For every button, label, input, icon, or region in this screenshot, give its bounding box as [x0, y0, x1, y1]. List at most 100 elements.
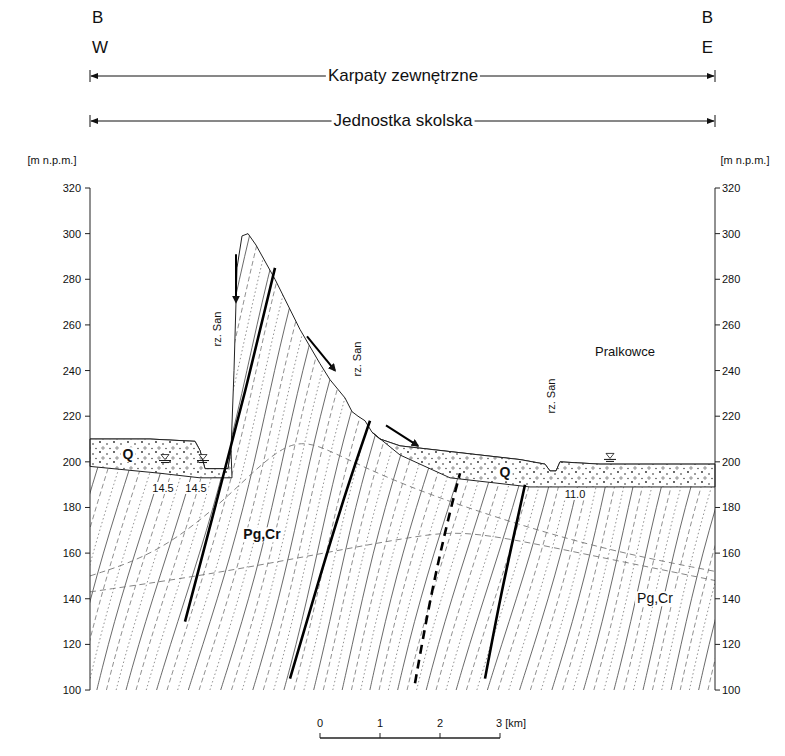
- terrain-profile: [90, 234, 715, 471]
- fault-line: [185, 268, 275, 622]
- stratum-line: [736, 211, 785, 690]
- axis-value: 180: [63, 501, 81, 513]
- stratum-line: [487, 211, 616, 690]
- stratum-line: [0, 211, 103, 690]
- river-name: rz. San: [211, 312, 223, 347]
- stratum-line: [614, 211, 743, 690]
- extent-bar: [90, 70, 91, 82]
- stratum-line: [756, 211, 785, 690]
- stratum-line: [274, 211, 403, 690]
- axis-tick: [715, 233, 720, 234]
- stratum-line: [766, 211, 785, 690]
- axis-tick: [85, 507, 90, 508]
- axis-tick: [85, 598, 90, 599]
- stratum-line: [221, 211, 349, 690]
- stratum-line: [671, 211, 785, 690]
- axis-value: 260: [722, 319, 740, 331]
- stratum-line: [0, 211, 18, 690]
- axis-tick: [715, 690, 720, 691]
- stratum-line: [699, 211, 785, 690]
- axis-tick: [715, 416, 720, 417]
- axis-tick: [85, 644, 90, 645]
- axis-unit: [m n.p.m.]: [721, 154, 770, 166]
- stratum-line: [477, 211, 606, 690]
- axis-tick: [715, 507, 720, 508]
- axis-value: 200: [63, 456, 81, 468]
- place-name: Pralkowce: [595, 345, 655, 359]
- direction: E: [702, 39, 713, 58]
- stratum-line: [541, 211, 669, 690]
- axis-value: 240: [63, 365, 81, 377]
- unit-name: Jednostka skolska: [332, 112, 475, 131]
- stratum-line: [242, 211, 370, 690]
- quaternary-deposit: [90, 439, 232, 478]
- water-depth: 14.5: [150, 482, 175, 494]
- movement-arrow: [235, 254, 237, 302]
- axis-tick: [715, 644, 720, 645]
- axis-tick: [85, 233, 90, 234]
- stratum-line: [563, 211, 691, 690]
- axis-tick: [715, 553, 720, 554]
- stratum-line: [0, 211, 50, 690]
- elevation-axis: [715, 188, 716, 690]
- stratum-line: [689, 211, 785, 690]
- axis-value: 300: [722, 228, 740, 240]
- axis-value: 260: [63, 319, 81, 331]
- movement-arrow: [386, 425, 418, 446]
- extent-bar: [90, 115, 91, 127]
- scale-tick: [380, 733, 381, 738]
- stratum-line: [23, 211, 153, 690]
- stratum-line: [13, 211, 143, 690]
- stratum-line: [662, 211, 785, 690]
- unit-symbol: Pg,Cr: [635, 591, 675, 606]
- scale-value: 0: [317, 717, 323, 729]
- axis-value: 100: [722, 684, 740, 696]
- stratum-line: [530, 211, 658, 690]
- water-depth: 14.5: [183, 482, 208, 494]
- stratum-line: [426, 211, 556, 690]
- axis-value: 320: [722, 182, 740, 194]
- axis-value: 220: [722, 410, 740, 422]
- section-end: B: [92, 9, 103, 28]
- section-end: B: [702, 9, 713, 28]
- region-name: Karpaty zewnętrzne: [326, 67, 480, 86]
- stratum-line: [0, 211, 61, 690]
- axis-tick: [85, 461, 90, 462]
- scale-tick: [500, 733, 501, 738]
- stratum-line: [0, 211, 28, 690]
- stratum-line: [624, 211, 754, 690]
- axis-tick: [715, 461, 720, 462]
- stratum-line: [643, 211, 773, 690]
- axis-value: 120: [63, 638, 81, 650]
- stratum-line: [0, 211, 72, 690]
- stratum-line: [466, 211, 595, 690]
- axis-tick: [85, 416, 90, 417]
- extent-bar: [715, 115, 716, 127]
- fault-line: [290, 421, 370, 679]
- quaternary-deposit: [372, 432, 715, 487]
- water-level-symbol: [197, 455, 209, 463]
- stratum-line: [520, 211, 648, 690]
- stratum-line: [573, 211, 702, 690]
- stratum-line: [0, 211, 93, 690]
- stratum-line: [594, 211, 723, 690]
- axis-value: 140: [63, 593, 81, 605]
- axis-tick: [85, 188, 90, 189]
- direction: W: [92, 39, 108, 58]
- axis-tick: [85, 553, 90, 554]
- axis-tick: [85, 370, 90, 371]
- stratum-line: [746, 211, 785, 690]
- fault-line: [485, 485, 525, 679]
- axis-value: 220: [63, 410, 81, 422]
- axis-value: 300: [63, 228, 81, 240]
- axis-tick: [85, 324, 90, 325]
- section-overlay: [85, 70, 720, 738]
- unit-symbol: Q: [498, 466, 513, 481]
- stratum-line: [0, 211, 39, 690]
- axis-value: 180: [722, 501, 740, 513]
- scale-bar: [320, 737, 500, 739]
- stratum-line: [652, 211, 782, 690]
- axis-unit: [m n.p.m.]: [28, 154, 77, 166]
- stratum-line: [776, 211, 785, 690]
